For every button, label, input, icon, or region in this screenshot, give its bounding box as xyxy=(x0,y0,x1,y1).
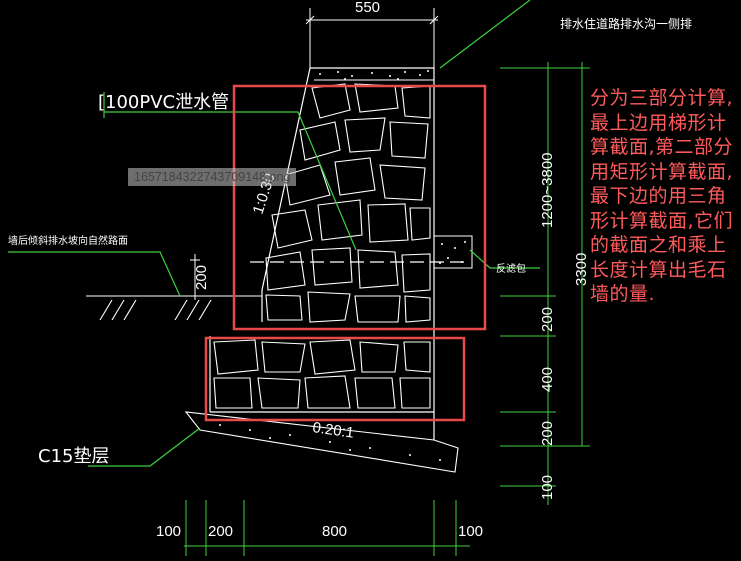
rubble-stones xyxy=(213,83,431,409)
dim-left-200: 200 xyxy=(193,265,210,290)
left-dimension xyxy=(190,254,200,300)
red-annotation-text: 分为三部分计算,最上边用梯形计算截面,第二部分用矩形计算截面,最下边的用三角形计… xyxy=(590,87,734,305)
cushion-label: C15垫层 xyxy=(38,446,109,467)
top-note-label: 排水住道路排水沟一侧排 xyxy=(560,16,692,31)
top-dimension xyxy=(305,8,439,68)
cap-hatch xyxy=(319,70,429,80)
filter-packet-hatch xyxy=(439,241,466,264)
wall-outline xyxy=(209,67,435,440)
dim-100: 100 xyxy=(539,475,556,500)
leader-lines xyxy=(8,0,540,467)
right-dimensions xyxy=(500,62,590,505)
dim-400: 400 xyxy=(539,367,556,392)
ground-line xyxy=(86,295,262,321)
bottom-dimensions xyxy=(184,500,470,556)
upper-highlight-box xyxy=(232,84,487,331)
dim-top-550: 550 xyxy=(355,0,380,16)
pipe-label: [100PVC泄水管 xyxy=(98,92,229,113)
dim-200a: 200 xyxy=(539,307,556,332)
c15-cushion xyxy=(184,411,459,473)
filter-packet-label: 反滤包 xyxy=(496,262,526,275)
dim-1200-3800: 1200~3800 xyxy=(539,153,556,229)
cushion-hatch xyxy=(219,424,441,461)
ground-slope-label: 墙后倾斜排水坡向自然路面 xyxy=(8,234,128,247)
lower-highlight-box xyxy=(204,336,466,422)
dim-bottom-800: 800 xyxy=(322,523,347,540)
dim-bottom-100b: 100 xyxy=(458,523,483,540)
dim-bottom-200: 200 xyxy=(208,523,233,540)
dim-3300: 3300 xyxy=(573,253,590,286)
base-slope-label: 0.20:1 xyxy=(311,419,355,442)
image-filename-watermark: 1657184322743709148.png xyxy=(128,168,297,186)
dim-200b: 200 xyxy=(539,421,556,446)
dim-bottom-100a: 100 xyxy=(156,523,181,540)
